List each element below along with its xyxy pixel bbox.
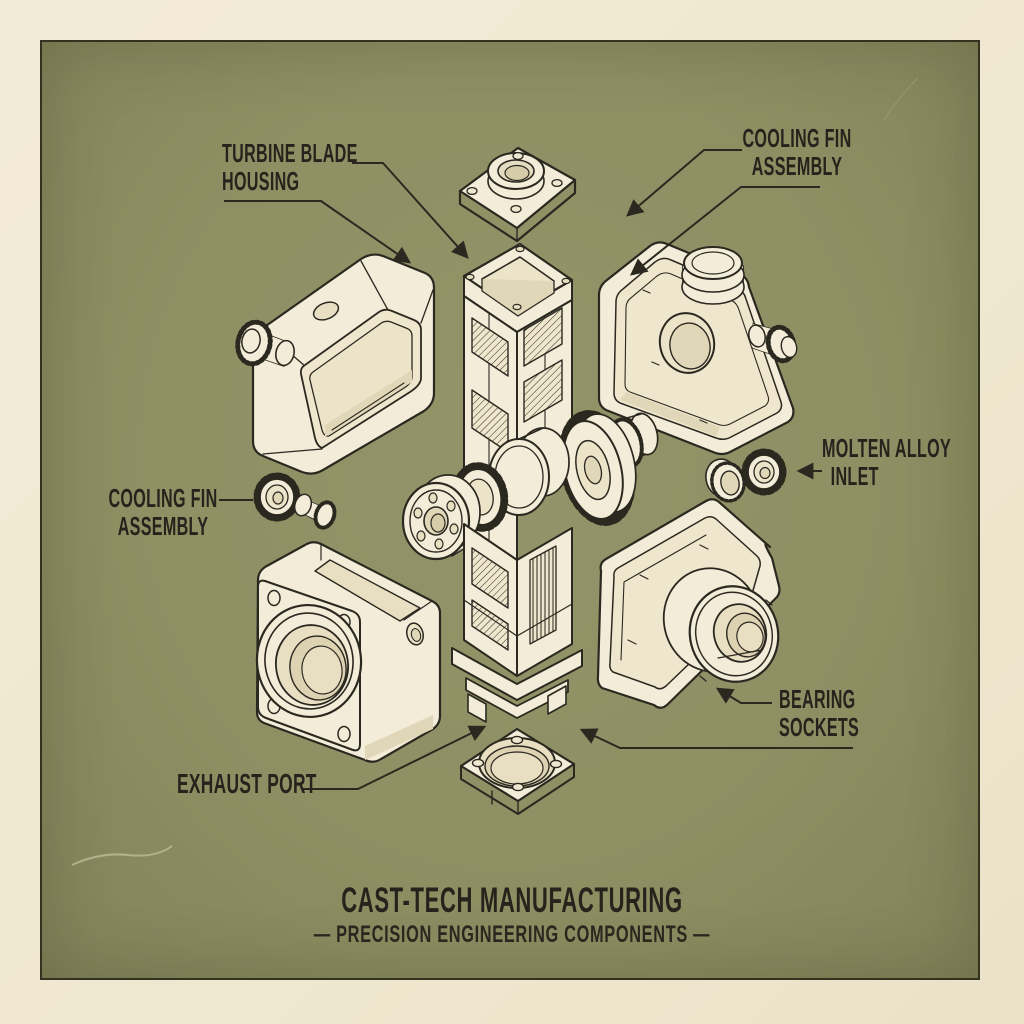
leader-exhaust: [301, 725, 487, 790]
label-line: ASSEMBLY: [751, 151, 843, 181]
leader-turbine-b: [224, 200, 412, 264]
drawing: [235, 146, 798, 815]
paper-scratches: [71, 77, 919, 866]
label-line: ASSEMBLY: [117, 511, 209, 541]
leader-bearing-b: [579, 728, 853, 749]
leader-turbine-a: [352, 162, 469, 259]
part-turbine-core: [401, 242, 659, 723]
label-line: MOLTEN ALLOY: [822, 433, 952, 463]
leader-bearing-a: [715, 687, 772, 704]
part-top-flange: [458, 146, 577, 243]
label-cooling-fin-assembly-left: COOLING FIN ASSEMBLY: [101, 484, 225, 540]
part-exhaust-gearbox: [255, 541, 442, 763]
company-subtitle: — PRECISION ENGINEERING COMPONENTS —: [313, 921, 711, 948]
company-title: CAST-TECH MANUFACTURING: [341, 881, 683, 920]
label-line: SOCKETS: [779, 712, 860, 742]
label-exhaust-port: EXHAUST PORT: [177, 770, 317, 798]
leader-cooling-top-a: [626, 149, 742, 217]
label-molten-alloy-inlet: MOLTEN ALLOY INLET: [822, 434, 951, 490]
label-line: COOLING FIN: [108, 483, 218, 513]
label-bearing-sockets: BEARING SOCKETS: [779, 685, 859, 741]
leader-cooling-top-b: [630, 186, 820, 276]
label-line: BEARING: [779, 684, 856, 714]
part-cooling-fin-housing: [597, 241, 798, 456]
label-line: COOLING FIN: [742, 123, 852, 153]
label-cooling-fin-assembly-top: COOLING FIN ASSEMBLY: [735, 124, 859, 180]
label-line: TURBINE BLADE: [222, 138, 358, 168]
leader-lines: [219, 149, 853, 790]
part-molten-alloy-fittings: [705, 448, 787, 503]
label-turbine-blade-housing: TURBINE BLADE HOUSING: [222, 139, 358, 195]
label-line: EXHAUST PORT: [177, 768, 317, 799]
part-turbine-blade-housing: [235, 253, 436, 475]
part-exhaust-flange: [459, 727, 576, 815]
part-cooling-fin-gear-set: [253, 472, 337, 530]
label-line: HOUSING: [222, 166, 300, 196]
footer: CAST-TECH MANUFACTURING — PRECISION ENGI…: [0, 882, 1024, 948]
label-line: INLET: [830, 461, 879, 491]
part-bearing-socket: [596, 498, 781, 709]
